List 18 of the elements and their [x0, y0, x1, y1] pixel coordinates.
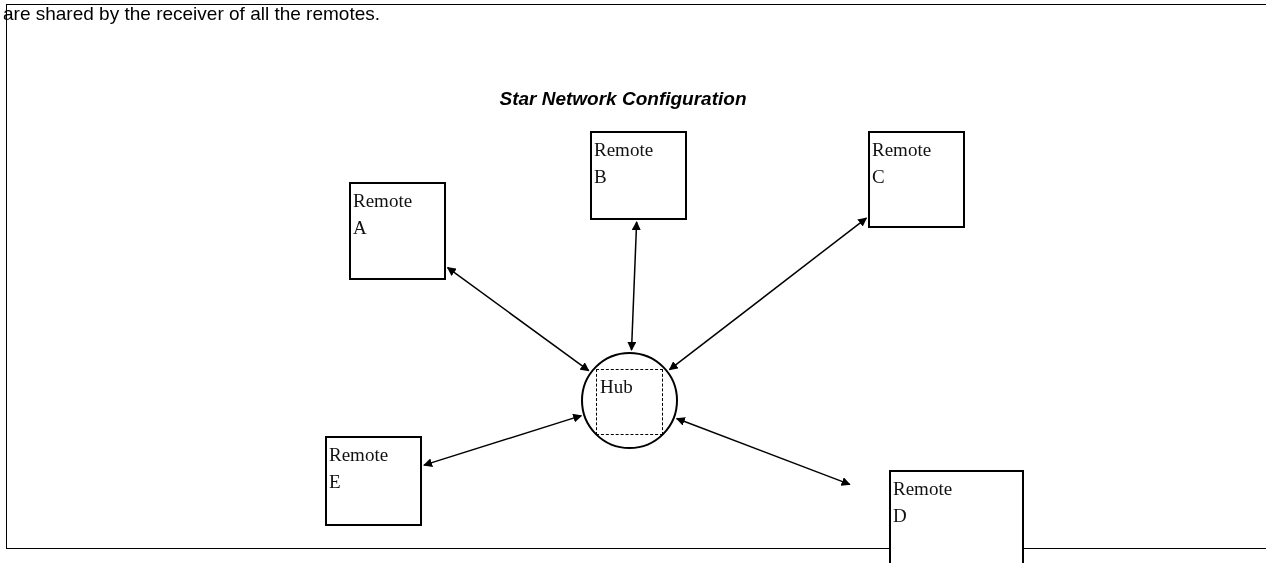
- diagram-title: Star Network Configuration: [498, 88, 748, 110]
- remote-box: [868, 131, 965, 228]
- remote-box: [325, 436, 422, 526]
- double-arrow: [627, 221, 641, 351]
- double-arrow: [423, 413, 583, 467]
- node-label: Remote D: [893, 477, 954, 528]
- double-arrow: [668, 217, 868, 371]
- remote-box: [889, 470, 1024, 563]
- remote-box: [590, 131, 687, 220]
- node-label: Remote B: [594, 138, 655, 189]
- node-label: Remote C: [872, 138, 933, 189]
- double-arrow: [675, 417, 851, 486]
- node-label: Remote A: [353, 189, 414, 240]
- dashed-box: [596, 369, 663, 435]
- remote-box: [349, 182, 446, 280]
- node-label: Remote E: [329, 443, 390, 494]
- double-arrow: [446, 266, 590, 372]
- node-label: Hub: [600, 375, 634, 399]
